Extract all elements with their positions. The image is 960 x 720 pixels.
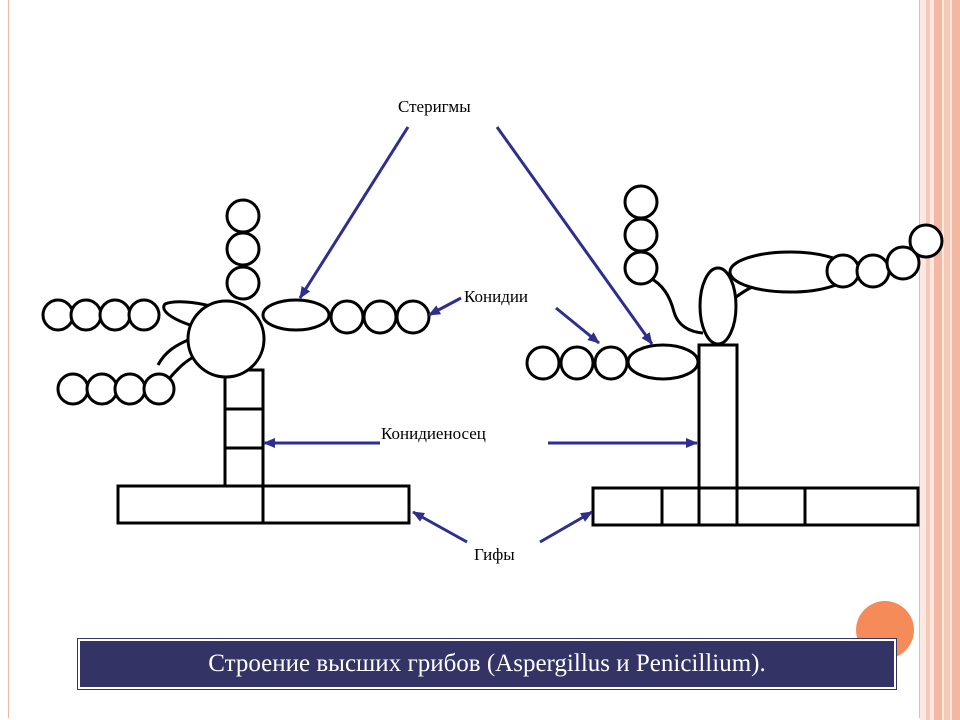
arrow-konidii-right [555, 306, 600, 345]
left-conidia-lower-left [56, 372, 176, 406]
left-hypha [116, 484, 411, 525]
decorative-stripes [920, 0, 960, 720]
aspergillus-structure [41, 198, 431, 525]
left-conidia-right [329, 299, 431, 335]
left-sterigma-right [261, 298, 331, 332]
right-hypha [591, 486, 920, 527]
right-conidia-upper-right [825, 223, 944, 289]
left-vesicle [186, 299, 266, 379]
arrow-gify-right [539, 510, 593, 544]
arrow-konidii-left [428, 296, 462, 317]
right-sterigma-left [626, 343, 700, 381]
left-conidiophore [223, 368, 265, 488]
label-konidii: Конидии [464, 287, 529, 306]
arrows [263, 126, 698, 544]
label-konidienosec: Конидиеносец [381, 424, 486, 443]
penicillium-structure [525, 184, 944, 527]
slide-border [8, 0, 920, 718]
slide-caption: Строение высших грибов (Aspergillus и Pe… [77, 638, 897, 690]
label-sterigmy: Стеригмы [398, 97, 471, 116]
label-gify: Гифы [474, 545, 515, 564]
arrow-sterigmy-left [298, 126, 410, 299]
arrow-sterigmy-right [495, 126, 654, 345]
right-branch-line [649, 276, 704, 335]
right-conidia-top [623, 184, 659, 286]
left-sterigma-upper [162, 300, 211, 327]
right-conidia-left [525, 345, 629, 381]
right-conidiophore [697, 343, 739, 490]
left-conidia-upper-left [41, 298, 161, 332]
left-conidia-top [225, 198, 261, 301]
arrow-gify-left [412, 510, 468, 544]
right-sterigma-center [698, 266, 738, 346]
